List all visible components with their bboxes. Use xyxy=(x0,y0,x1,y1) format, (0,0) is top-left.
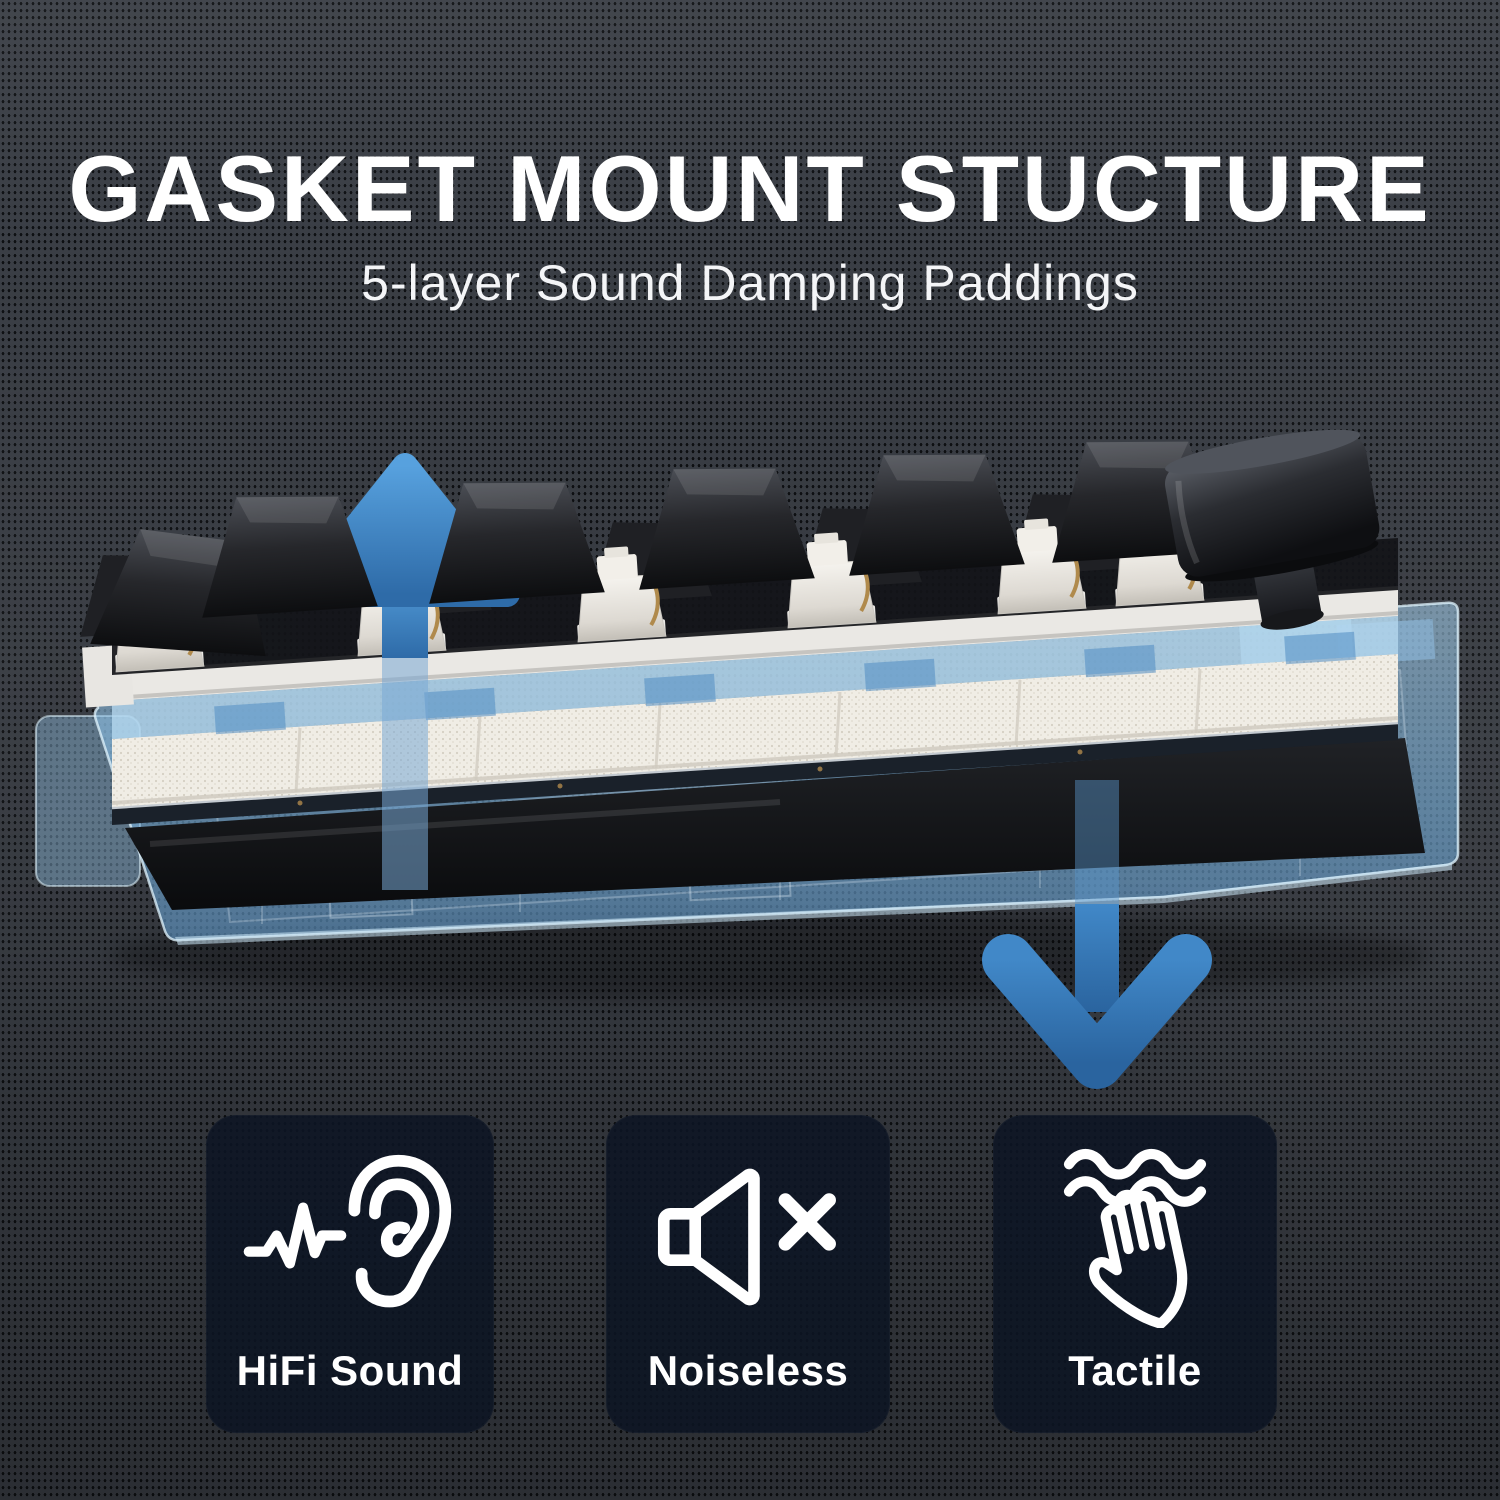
feature-card-tactile: Tactile xyxy=(993,1115,1277,1433)
plate-layer xyxy=(82,586,1399,708)
muted-speaker-icon xyxy=(646,1149,851,1325)
feature-card-hifi-sound: HiFi Sound xyxy=(206,1115,494,1433)
case-foam-layer xyxy=(125,738,1425,910)
ear-soundwave-icon xyxy=(239,1149,461,1325)
feature-label: HiFi Sound xyxy=(236,1347,464,1394)
switch xyxy=(577,546,667,643)
feature-label: Tactile xyxy=(1068,1347,1202,1394)
down-arrow-icon xyxy=(982,780,1212,1089)
keycap xyxy=(639,468,815,590)
page-title: GASKET MOUNT STUCTURE xyxy=(68,136,1432,241)
tactile-hand-icon xyxy=(1035,1148,1235,1328)
foam-layer xyxy=(111,654,1399,807)
feature-label: Noiseless xyxy=(647,1347,849,1394)
page-subtitle: 5-layer Sound Damping Paddings xyxy=(361,255,1139,311)
volume-knob xyxy=(1164,429,1380,630)
keycap xyxy=(429,482,605,604)
keyboard-cutaway-illustration xyxy=(35,429,1460,1089)
feature-card-noiseless: Noiseless xyxy=(606,1115,890,1433)
keycap xyxy=(202,496,378,618)
keyboard-diagram xyxy=(0,408,1500,1108)
keycap xyxy=(849,454,1025,576)
gasket-strip-layer xyxy=(112,616,1398,739)
pcb-layer xyxy=(111,721,1399,825)
